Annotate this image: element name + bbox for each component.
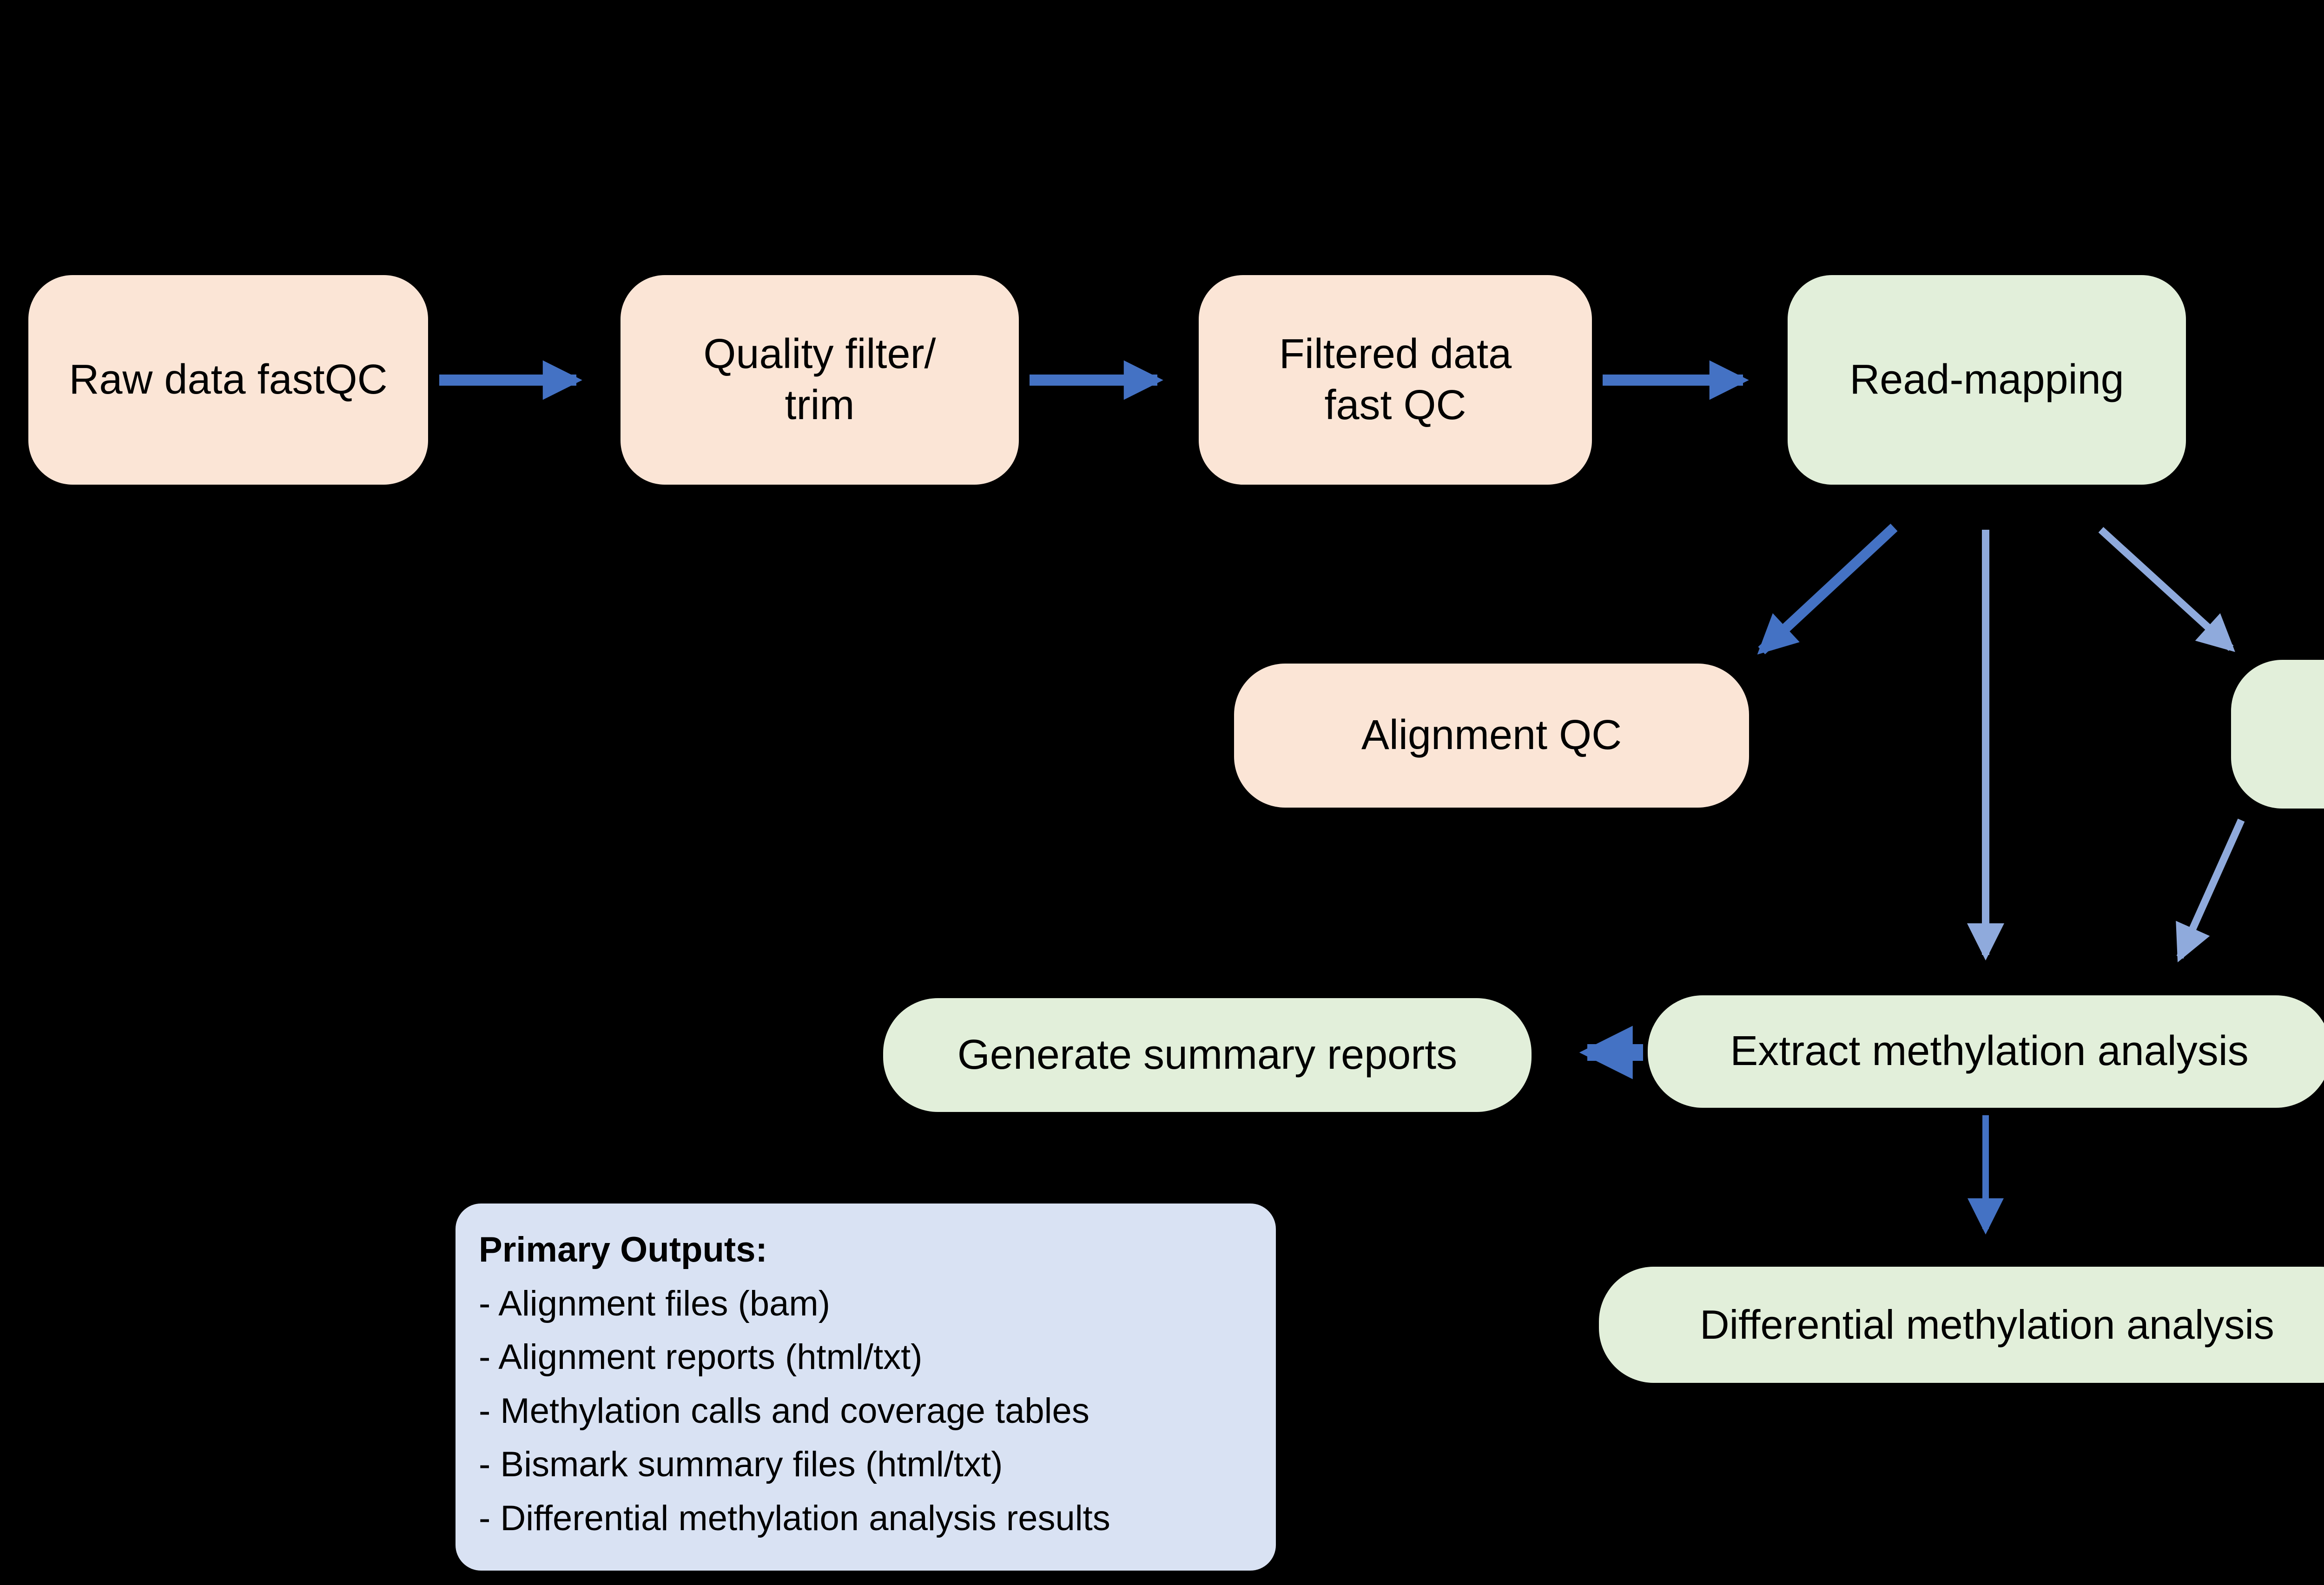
node-generate-summary-reports-label: Generate summary reports — [957, 1031, 1458, 1078]
arrow-readmap-to-duplicate — [2098, 527, 2235, 652]
node-filtered-data-fastqc-label: Filtered data fast QC — [1279, 330, 1512, 428]
arrow-readmap-to-alignqc — [1757, 523, 1898, 655]
node-extract-methylation-analysis-label: Extract methylation analysis — [1730, 1028, 2249, 1075]
node-read-mapping-label: Read-mapping — [1849, 356, 2124, 403]
node-quality-filter-trim-label: Quality filter/ trim — [703, 330, 936, 428]
primary-outputs-panel: Primary Outputs: - Alignment files (bam)… — [456, 1204, 1276, 1571]
node-duplicate-alignments: Duplicate alignments* — [2231, 660, 2324, 809]
node-read-mapping: Read-mapping — [1788, 275, 2186, 485]
primary-outputs-item-alignment-files: - Alignment files (bam) — [479, 1283, 831, 1323]
node-differential-methylation-analysis-label: Differential methylation analysis — [1700, 1302, 2274, 1348]
node-filtered-data-fastqc: Filtered data fast QC — [1199, 275, 1592, 485]
primary-outputs-item-alignment-reports: - Alignment reports (html/txt) — [479, 1337, 923, 1377]
node-raw-data-fastqc: Raw data fastQC — [28, 275, 428, 485]
node-alignment-qc-label: Alignment QC — [1361, 712, 1622, 759]
primary-outputs-item-methylation-calls: - Methylation calls and coverage tables — [479, 1391, 1089, 1431]
node-generate-summary-reports: Generate summary reports — [883, 998, 1532, 1112]
primary-outputs-item-bismark-summary: - Bismark summary files (html/txt) — [479, 1445, 1003, 1485]
primary-outputs-item-differential-results: - Differential methylation analysis resu… — [479, 1498, 1110, 1538]
node-alignment-qc: Alignment QC — [1234, 664, 1749, 808]
node-extract-methylation-analysis: Extract methylation analysis — [1648, 995, 2324, 1108]
node-raw-data-fastqc-label: Raw data fastQC — [69, 356, 388, 403]
arrow-duplicate-to-extract — [2176, 818, 2245, 962]
node-quality-filter-trim: Quality filter/ trim — [621, 275, 1019, 485]
node-differential-methylation-analysis: Differential methylation analysis — [1599, 1267, 2324, 1383]
primary-outputs-title: Primary Outputs: — [479, 1230, 767, 1269]
